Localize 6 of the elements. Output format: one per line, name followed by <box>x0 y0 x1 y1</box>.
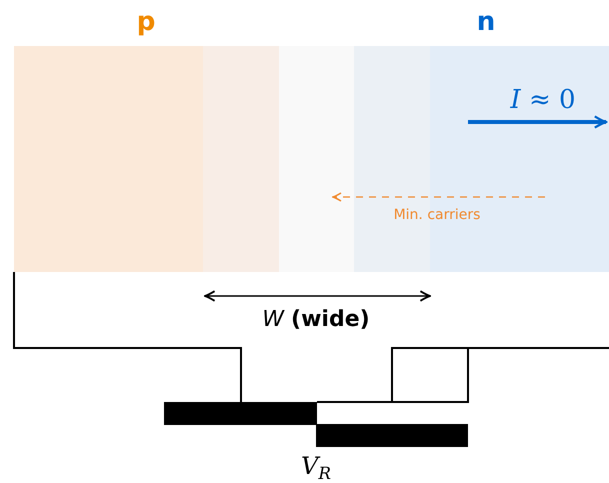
region-label: p <box>136 9 156 35</box>
carrier-label: Min. carriers <box>394 208 480 222</box>
current-label: I ≈ 0 <box>510 87 576 113</box>
voltage-label: V$_{R}$ <box>301 454 331 482</box>
region-label: n <box>476 9 496 35</box>
width-label: W (wide) <box>262 309 370 331</box>
